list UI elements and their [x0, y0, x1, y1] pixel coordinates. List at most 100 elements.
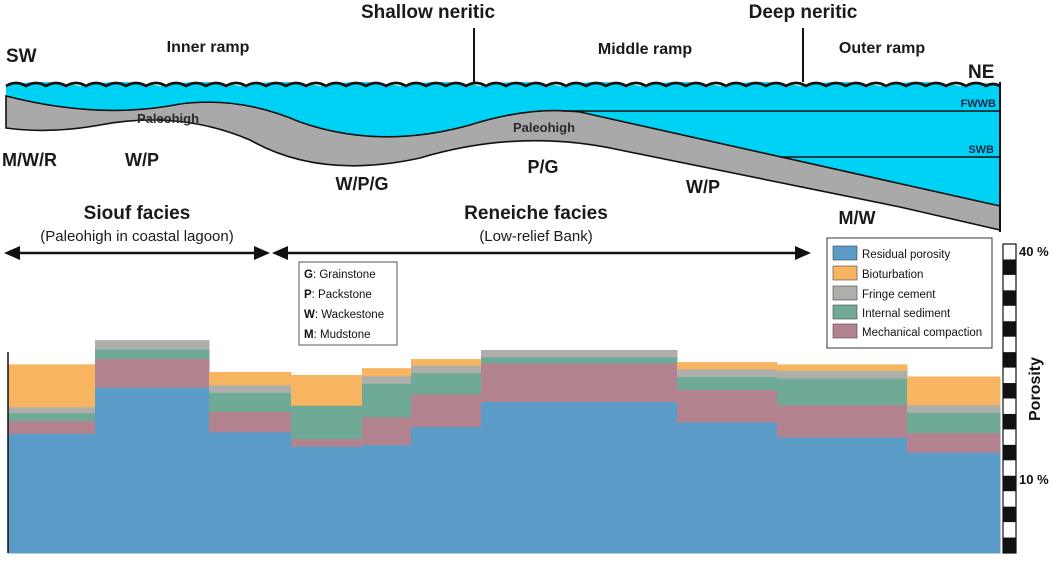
porosity-segment-bioturbation: [777, 364, 908, 371]
ne-label: NE: [968, 62, 994, 83]
porosity-segment-internal-sediment: [8, 412, 96, 421]
porosity-segment-bioturbation: [8, 364, 96, 408]
porosity-segment-mechanical-compaction: [95, 358, 210, 388]
porosity-segment-fringe-cement: [8, 406, 96, 414]
porosity-segment-bioturbation: [677, 362, 778, 370]
scale-segment: [1003, 444, 1016, 461]
porosity-segment-bioturbation: [362, 368, 412, 377]
porosity-segment-bioturbation: [291, 374, 363, 406]
porosity-scale: [1002, 243, 1017, 554]
cross-section: SW NE Shallow neritic Deep neritic Inner…: [2, 2, 1001, 232]
porosity-segment-fringe-cement: [209, 384, 292, 393]
porosity-segment-residual-porosity: [362, 444, 412, 554]
abbreviation-item: M: Mudstone: [304, 329, 371, 341]
lithology-label: P/G: [527, 157, 558, 177]
legend-swatch: [832, 265, 858, 281]
porosity-segment-mechanical-compaction: [677, 389, 778, 423]
legend-label: Residual porosity: [862, 249, 950, 261]
sw-label: SW: [6, 46, 37, 67]
porosity-segment-internal-sediment: [95, 349, 210, 359]
porosity-segment-residual-porosity: [907, 452, 1001, 554]
porosity-segment-mechanical-compaction: [209, 411, 292, 433]
porosity-segment-mechanical-compaction: [481, 362, 678, 402]
ramp-sediment: [5, 94, 1001, 232]
scale-segment: [1003, 290, 1016, 306]
abbreviation-item: P: Packstone: [304, 289, 372, 301]
legend-swatch: [832, 245, 858, 261]
porosity-segment-residual-porosity: [411, 426, 482, 554]
lithology-label: W/P: [125, 150, 159, 170]
legend-label: Mechanical compaction: [862, 327, 982, 339]
sea-water: [6, 82, 1000, 206]
scale-bottom-label: 10 %: [1019, 472, 1049, 487]
legend-item: Bioturbation: [832, 265, 923, 281]
porosity-segment-internal-sediment: [777, 378, 908, 406]
porosity-segment-fringe-cement: [481, 349, 678, 358]
porosity-segment-fringe-cement: [907, 404, 1001, 413]
porosity-segment-internal-sediment: [907, 412, 1001, 434]
porosity-segment-mechanical-compaction: [907, 432, 1001, 453]
abbreviation-item: G: Grainstone: [304, 269, 376, 281]
porosity-segment-fringe-cement: [777, 370, 908, 379]
lithology-label: W/P/G: [336, 174, 389, 194]
inner-ramp-label: Inner ramp: [167, 39, 250, 56]
legend: Residual porosity Bioturbation Fringe ce…: [826, 237, 993, 349]
facies-section: Siouf facies (Paleohigh in coastal lagoo…: [4, 203, 811, 346]
legend-label: Bioturbation: [862, 269, 923, 281]
porosity-segment-fringe-cement: [95, 340, 210, 350]
reneiche-extent-arrow: [272, 246, 811, 260]
porosity-segment-residual-porosity: [291, 446, 363, 554]
siouf-facies-note: (Paleohigh in coastal lagoon): [40, 228, 233, 245]
porosity-segment-bioturbation: [411, 359, 482, 366]
porosity-segment-residual-porosity: [209, 431, 292, 554]
deep-neritic-label: Deep neritic: [749, 2, 858, 23]
scale-segment: [1003, 352, 1016, 368]
porosity-segment-mechanical-compaction: [777, 404, 908, 438]
legend-label: Internal sediment: [862, 308, 951, 320]
porosity-segment-internal-sediment: [362, 383, 412, 418]
porosity-segment-bioturbation: [209, 371, 292, 386]
lithology-label: M/W: [839, 208, 876, 228]
scale-segment: [1003, 259, 1016, 275]
porosity-segment-mechanical-compaction: [411, 393, 482, 427]
lithology-label: W/P: [686, 177, 720, 197]
legend-item: Mechanical compaction: [832, 323, 982, 339]
scale-segment: [1003, 475, 1016, 492]
outer-ramp-label: Outer ramp: [839, 40, 925, 57]
legend-swatch: [832, 285, 858, 301]
scale-segment: [1003, 321, 1016, 337]
scale-segment: [1003, 506, 1016, 523]
porosity-segment-bioturbation: [907, 376, 1001, 406]
porosity-blocks: [8, 340, 1001, 554]
porosity-segment-internal-sediment: [677, 376, 778, 390]
scale-segment: [1003, 413, 1016, 430]
porosity-segment-fringe-cement: [677, 368, 778, 378]
porosity-segment-residual-porosity: [8, 433, 96, 554]
porosity-segment-mechanical-compaction: [8, 420, 96, 434]
porosity-segment-internal-sediment: [411, 372, 482, 395]
abbreviation-item: W: Wackestone: [304, 309, 384, 321]
sea-surface: [5, 81, 1001, 88]
porosity-segment-internal-sediment: [291, 405, 363, 440]
porosity-segment-residual-porosity: [777, 437, 908, 554]
reneiche-facies-title: Reneiche facies: [464, 203, 608, 224]
legend-item: Internal sediment: [832, 304, 951, 320]
porosity-segment-internal-sediment: [209, 392, 292, 412]
legend-label: Fringe cement: [862, 289, 936, 301]
porosity-segment-residual-porosity: [481, 401, 678, 554]
porosity-segment-residual-porosity: [677, 421, 778, 554]
middle-ramp-label: Middle ramp: [598, 41, 692, 58]
swb-label: SWB: [968, 144, 994, 156]
porosity-segment-residual-porosity: [95, 387, 210, 554]
legend-swatch: [832, 323, 858, 339]
siouf-facies-title: Siouf facies: [84, 203, 191, 224]
abbreviation-key: G: Grainstone P: Packstone W: Wackestone…: [298, 261, 398, 346]
paleohigh-right-label: Paleohigh: [513, 120, 575, 135]
siouf-extent-arrow: [4, 246, 270, 260]
porosity-segment-fringe-cement: [362, 375, 412, 384]
paleohigh-left-label: Paleohigh: [137, 111, 199, 126]
legend-item: Residual porosity: [832, 245, 950, 261]
legend-item: Fringe cement: [832, 285, 936, 301]
lithology-label: M/W/R: [2, 150, 57, 170]
